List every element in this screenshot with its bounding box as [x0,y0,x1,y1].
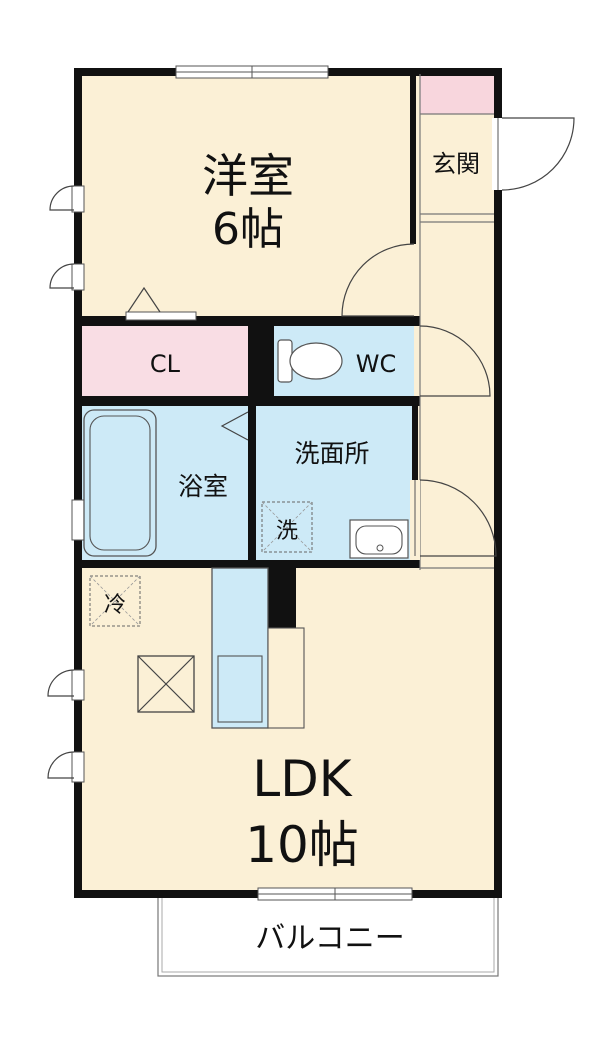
washer-label: 洗 [276,519,298,544]
toilet-label: WC [356,350,397,378]
kitchen-side-panel [267,627,305,729]
kitchen-sink [217,655,263,723]
washer-space [261,501,313,553]
bath-label: 浴室 [178,472,228,501]
corridor-floor [414,74,496,570]
bathtub [83,409,157,557]
balcony-label: バルコニー [255,921,404,956]
washroom-door-swing [419,479,497,557]
entrance-door-swing [501,117,575,191]
wash-basin-icon [349,519,409,559]
entrance-floor [420,74,494,114]
ldk-storage-box [137,655,195,713]
outer-wall-right [494,68,502,898]
fridge-label: 冷 [104,593,126,618]
closet-floor [80,326,248,398]
bath-door-marker [220,411,249,441]
ldk-label: LDK [252,750,352,808]
ldk-size: 10帖 [245,816,359,874]
western-room-floor [80,74,414,318]
closet-door-marker [127,286,161,313]
kitchen-counter [211,567,269,729]
western-room-size: 6帖 [212,204,284,255]
western-room-label: 洋室 [202,149,294,203]
western-room-door-swing [341,243,415,317]
toilet-door-swing [419,325,491,397]
fridge-space [89,575,141,627]
washroom-label: 洗面所 [294,439,369,468]
toilet-icon [277,339,343,383]
entrance-label: 玄関 [432,150,480,178]
closet-label: CL [150,350,181,378]
outer-wall-left [74,68,82,898]
